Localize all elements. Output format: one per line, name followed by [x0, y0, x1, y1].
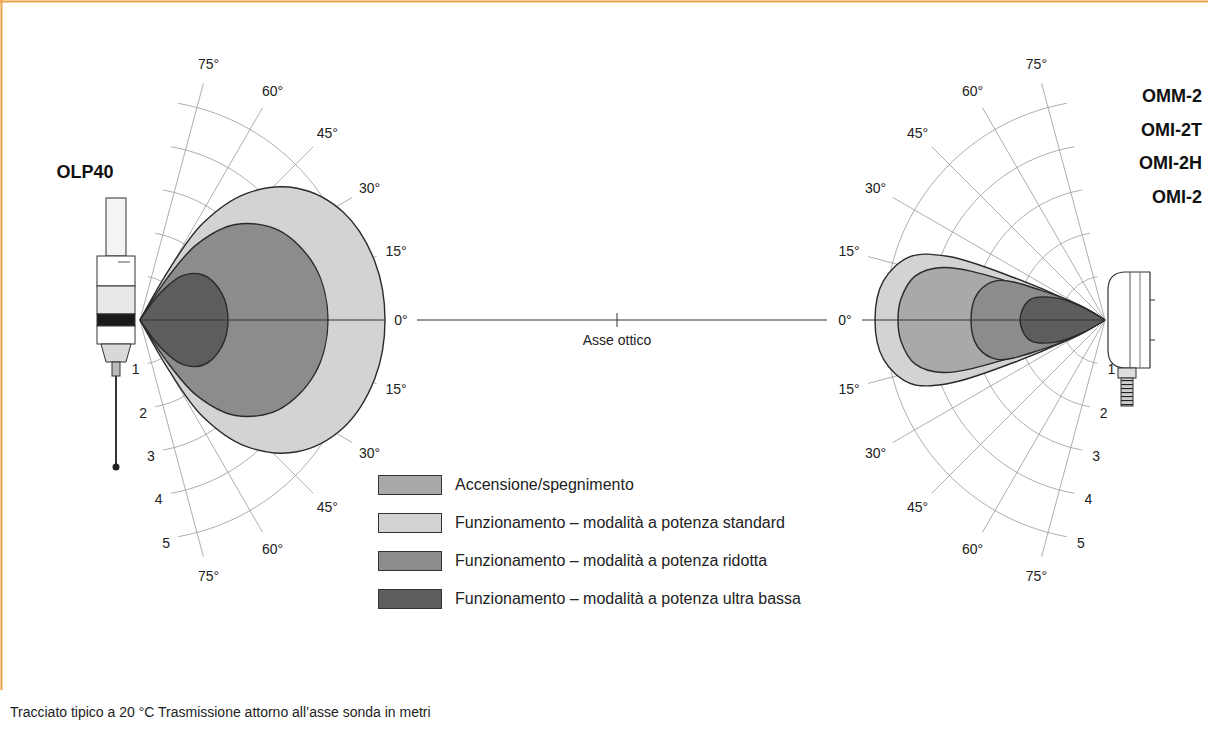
legend-swatch	[378, 513, 442, 533]
scale-label: 1	[1107, 361, 1115, 377]
scale-label: 3	[1092, 448, 1100, 464]
scale-label: 30°	[865, 445, 886, 461]
scale-label: 4	[155, 491, 163, 507]
axis-line	[862, 320, 1105, 321]
legend-text: Accensione/spegnimento	[455, 476, 634, 494]
scale-label: 5	[162, 535, 170, 551]
legend-text: Funzionamento – modalità a potenza ridot…	[455, 552, 767, 570]
scale-label: 30°	[865, 180, 886, 196]
scale-label: 0°	[838, 312, 851, 328]
scale-label: 75°	[198, 568, 219, 584]
scale-label: 75°	[1026, 56, 1047, 72]
legend-swatch	[378, 475, 442, 495]
legend-entry: Funzionamento – modalità a potenza stand…	[378, 512, 785, 534]
part-name: OLP40	[56, 162, 113, 182]
legend-swatch	[378, 551, 442, 571]
legend-text: Funzionamento – modalità a potenza ultra…	[455, 590, 801, 608]
scale-label: 60°	[262, 541, 283, 557]
scale-label: 5	[1077, 535, 1085, 551]
scale-label: 75°	[198, 56, 219, 72]
legend-text: Funzionamento – modalità a potenza stand…	[455, 514, 785, 532]
scale-label: 45°	[317, 125, 338, 141]
part-name: OMI-2	[1152, 187, 1202, 207]
scale-label: 30°	[359, 180, 380, 196]
scale-label: 75°	[1026, 568, 1047, 584]
scale-label: 60°	[962, 83, 983, 99]
legend-entry: Accensione/spegnimento	[378, 474, 634, 496]
scale-label: 2	[1100, 405, 1108, 421]
scale-label: 0°	[394, 312, 407, 328]
scale-label: 15°	[385, 381, 406, 397]
axis-line	[140, 320, 385, 321]
axis-line	[617, 313, 618, 327]
part-name: OMI-2T	[1141, 120, 1202, 140]
scale-label: 15°	[385, 243, 406, 259]
scale-label: 45°	[907, 499, 928, 515]
polar-grid	[140, 83, 1105, 556]
legend-entry: Funzionamento – modalità a potenza ultra…	[378, 588, 801, 610]
scale-label: 45°	[907, 125, 928, 141]
scale-label: 45°	[317, 499, 338, 515]
scale-label: 60°	[962, 541, 983, 557]
legend-entry: Funzionamento – modalità a potenza ridot…	[378, 550, 767, 572]
frame-line	[0, 1, 1208, 3]
optical-axis	[140, 313, 1105, 327]
range-lobes	[140, 187, 1105, 453]
angle-line	[1042, 320, 1105, 557]
legend-swatch	[378, 589, 442, 609]
scale-label: 60°	[262, 83, 283, 99]
part-name: OMI-2H	[1139, 153, 1202, 173]
scale-label: 30°	[359, 445, 380, 461]
scale-label: 1	[132, 361, 140, 377]
angle-line	[1042, 83, 1105, 320]
caption: Tracciato tipico a 20 °C Trasmissione at…	[10, 704, 431, 720]
scale-label: 15°	[838, 381, 859, 397]
probe-olp40	[97, 198, 135, 471]
scale-label: 4	[1085, 491, 1093, 507]
part-name: OMM-2	[1142, 86, 1202, 106]
scale-label: 2	[139, 405, 147, 421]
receiver-omi	[1108, 272, 1155, 406]
scale-label: 3	[147, 448, 155, 464]
scale-label: 15°	[838, 243, 859, 259]
range-lobe	[140, 187, 385, 453]
axis-line	[417, 320, 827, 321]
frame-line	[1, 0, 3, 690]
scale-label: Asse ottico	[583, 332, 651, 348]
